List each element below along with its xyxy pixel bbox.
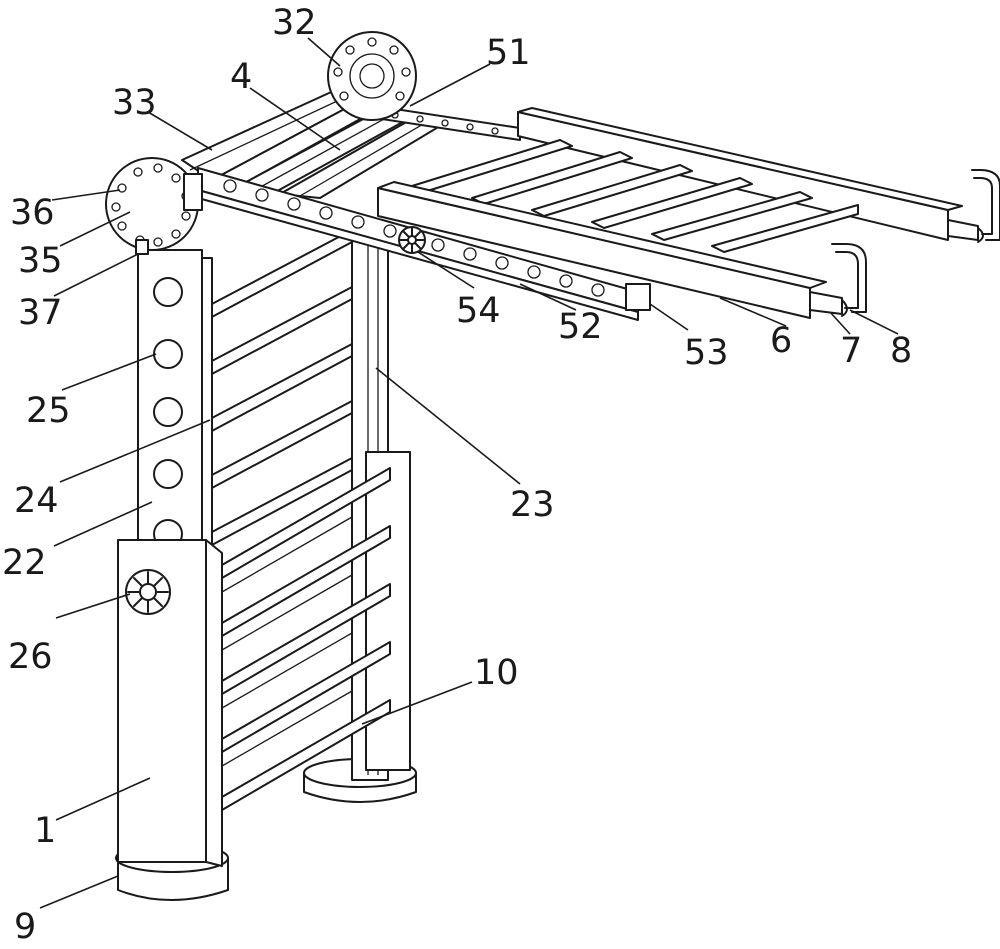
label-35: 35 [18, 241, 63, 281]
label-51: 51 [486, 33, 531, 73]
front-flange [105, 157, 203, 255]
label-26: 26 [8, 637, 53, 677]
tray-frame [377, 107, 963, 319]
ladder-rungs-upper [209, 229, 353, 547]
callout-labels: 32 51 33 4 36 35 37 25 24 22 26 1 9 54 5… [2, 3, 912, 947]
leader-lines [39, 37, 899, 909]
label-6: 6 [770, 321, 792, 361]
label-23: 23 [510, 485, 555, 525]
label-24: 24 [14, 481, 59, 521]
adjustment-knob-54 [398, 226, 426, 254]
label-54: 54 [456, 291, 501, 331]
label-37: 37 [18, 293, 63, 333]
label-4: 4 [230, 57, 252, 97]
front-post [117, 249, 223, 867]
telescopic-tube-front [809, 291, 848, 317]
label-25: 25 [26, 391, 71, 431]
label-8: 8 [890, 331, 912, 371]
telescopic-tube-back [947, 219, 984, 243]
label-32: 32 [272, 3, 317, 43]
label-53: 53 [684, 333, 729, 373]
rear-column [351, 239, 411, 781]
hook-front [831, 243, 867, 313]
label-9: 9 [14, 907, 36, 947]
label-36: 36 [10, 193, 55, 233]
label-22: 22 [2, 543, 47, 583]
label-7: 7 [840, 331, 862, 371]
top-roller-rails [181, 87, 441, 199]
label-10: 10 [474, 653, 519, 693]
label-1: 1 [34, 811, 56, 851]
rear-flange [327, 31, 417, 121]
label-52: 52 [558, 307, 603, 347]
label-33: 33 [112, 83, 157, 123]
